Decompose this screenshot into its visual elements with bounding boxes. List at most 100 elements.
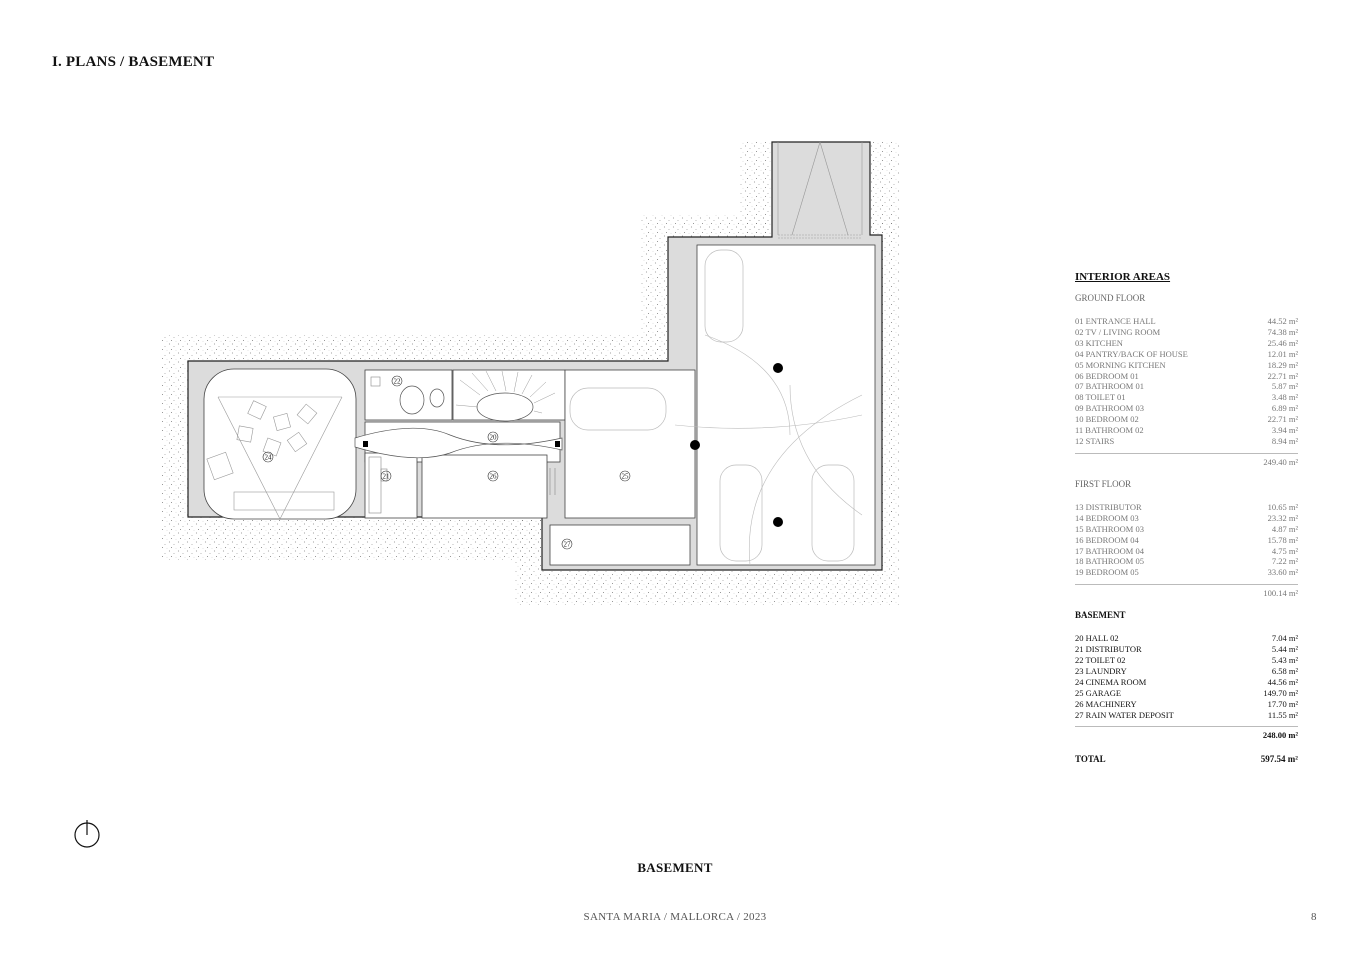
cinema-furniture (206, 396, 343, 520)
room-label-26: 26 (490, 473, 498, 481)
total-row: TOTAL 597.54 m² (1075, 754, 1298, 764)
area-value: 25.46 m² (1267, 337, 1298, 348)
floor-plan: 24 22 20 21 26 25 27 (162, 140, 900, 605)
area-room-name: 10 BEDROOM 02 (1075, 414, 1139, 425)
area-row: 24 CINEMA ROOM 44.56 m² (1075, 677, 1298, 688)
area-value: 22.71 m² (1267, 414, 1298, 425)
area-room-name: 13 DISTRIBUTOR (1075, 501, 1142, 512)
plan-label: BASEMENT (637, 860, 713, 875)
area-room-name: 22 TOILET 02 (1075, 655, 1126, 666)
area-room-name: 08 TOILET 01 (1075, 392, 1126, 403)
area-value: 6.89 m² (1271, 403, 1298, 414)
first-floor-subtotal: 100.14 m² (1263, 588, 1298, 599)
area-value: 7.22 m² (1271, 556, 1298, 567)
area-room-name: 12 STAIRS (1075, 435, 1115, 446)
area-row: 06 BEDROOM 01 22.71 m² (1075, 371, 1298, 382)
area-room-name: 25 GARAGE (1075, 687, 1122, 698)
fixtures (368, 376, 556, 514)
turning-arcs (674, 334, 863, 566)
area-room-name: 21 DISTRIBUTOR (1075, 644, 1142, 655)
area-value: 6.58 m² (1271, 665, 1298, 676)
area-value: 5.44 m² (1271, 644, 1298, 655)
area-room-name: 14 BEDROOM 03 (1075, 512, 1139, 523)
area-room-name: 27 RAIN WATER DEPOSIT (1075, 709, 1174, 720)
area-row: 09 BATHROOM 03 6.89 m² (1075, 403, 1298, 414)
area-value: 44.52 m² (1267, 316, 1298, 326)
area-value: 23.32 m² (1267, 512, 1298, 523)
area-room-name: 01 ENTRANCE HALL (1075, 316, 1156, 326)
room-labels (262, 375, 631, 550)
area-row: 18 BATHROOM 05 7.22 m² (1075, 556, 1298, 567)
area-value: 7.04 m² (1271, 633, 1298, 644)
first-floor-list: 13 DISTRIBUTOR 10.65 m² 14 BEDROOM 03 23.32… (1075, 502, 1298, 578)
area-room-name: 09 BATHROOM 03 (1075, 403, 1144, 414)
stair-treads (455, 370, 556, 414)
area-value: 4.75 m² (1271, 545, 1298, 556)
area-value: 44.56 m² (1267, 676, 1298, 687)
area-row: 03 KITCHEN 25.46 m² (1075, 338, 1298, 349)
room-voids (203, 244, 876, 566)
area-row: 10 BEDROOM 02 22.71 m² (1075, 414, 1298, 425)
first-floor-title: FIRST FLOOR (1075, 478, 1132, 489)
room-label-27: 27 (564, 541, 572, 549)
area-row: 19 BEDROOM 05 33.60 m² (1075, 567, 1298, 578)
area-row: 21 DISTRIBUTOR 5.44 m² (1075, 644, 1298, 655)
area-value: 10.65 m² (1267, 501, 1298, 512)
area-row: 07 BATHROOM 01 5.87 m² (1075, 381, 1298, 392)
area-room-name: 17 BATHROOM 04 (1075, 545, 1144, 556)
total-label: TOTAL (1075, 754, 1106, 765)
basement-subtotal: 248.00 m² (1262, 730, 1298, 741)
footer-text: SANTA MARIA / MALLORCA / 2023 (583, 911, 767, 923)
area-row: 12 STAIRS 8.94 m² (1075, 436, 1298, 447)
area-room-name: 03 KITCHEN (1075, 337, 1123, 348)
north-arrow-icon (74, 820, 100, 848)
area-value: 74.38 m² (1267, 326, 1298, 337)
room-label-21: 21 (383, 473, 391, 481)
ramp (777, 141, 863, 239)
basement-title: BASEMENT (1075, 610, 1126, 621)
area-room-name: 18 BATHROOM 05 (1075, 556, 1144, 567)
area-room-name: 24 CINEMA ROOM (1075, 676, 1147, 687)
area-room-name: 06 BEDROOM 01 (1075, 370, 1139, 381)
divider (1075, 726, 1298, 728)
interior-areas-table: INTERIOR AREAS GROUND FLOOR 01 ENTRANCE … (1075, 271, 1298, 764)
area-row: 14 BEDROOM 03 23.32 m² (1075, 513, 1298, 524)
area-value: 33.60 m² (1267, 567, 1298, 578)
area-room-name: 07 BATHROOM 01 (1075, 381, 1144, 392)
area-value: 12.01 m² (1267, 348, 1298, 359)
room-label-25: 25 (622, 473, 630, 481)
area-value: 8.94 m² (1271, 435, 1298, 446)
area-value: 18.29 m² (1267, 359, 1298, 370)
room-label-24: 24 (265, 454, 273, 462)
columns (363, 363, 783, 527)
hall-stairs (354, 385, 563, 459)
area-room-name: 15 BATHROOM 03 (1075, 523, 1144, 534)
area-room-name: 19 BEDROOM 05 (1075, 567, 1139, 578)
area-value: 5.87 m² (1271, 381, 1298, 392)
area-room-name: 26 MACHINERY (1075, 698, 1137, 709)
area-row: 27 RAIN WATER DEPOSIT 11.55 m² (1075, 710, 1298, 721)
area-value: 3.94 m² (1271, 425, 1298, 436)
ground-floor-title: GROUND FLOOR (1075, 293, 1146, 303)
area-value: 15.78 m² (1267, 534, 1298, 545)
area-row: 13 DISTRIBUTOR 10.65 m² (1075, 502, 1298, 513)
room-label-22: 22 (394, 378, 402, 386)
area-value: 11.55 m² (1267, 709, 1298, 720)
ground-floor-subtotal: 249.40 m² (1263, 456, 1298, 467)
total-value: 597.54 m² (1260, 754, 1298, 765)
divider (1075, 584, 1298, 586)
area-room-name: 04 PANTRY/BACK OF HOUSE (1075, 348, 1188, 359)
page-number: 8 (1311, 911, 1317, 923)
area-value: 22.71 m² (1267, 370, 1298, 381)
